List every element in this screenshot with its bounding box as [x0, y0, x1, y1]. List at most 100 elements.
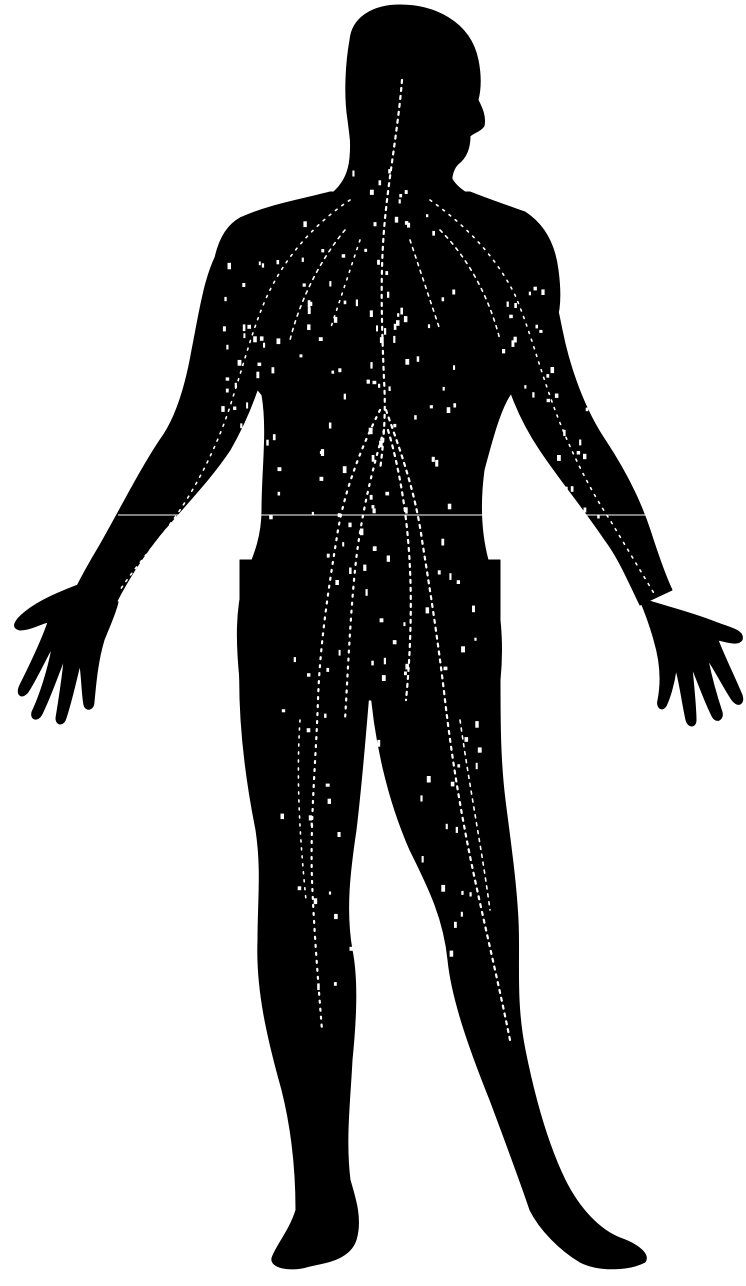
nerve-speck — [223, 327, 225, 331]
nerve-speck — [421, 796, 422, 801]
nerve-speck — [370, 495, 372, 499]
nerve-speck — [465, 738, 468, 742]
nerve-speck — [260, 337, 263, 340]
nerve-speck — [426, 608, 429, 613]
nerve-speck — [372, 968, 374, 970]
nerve-speck — [314, 899, 317, 904]
nerve-speck — [257, 372, 259, 378]
nerve-speck — [370, 190, 373, 194]
nerve-speck — [523, 506, 525, 510]
pelvis — [240, 560, 500, 700]
nerve-speck — [367, 380, 369, 383]
nerve-speck — [311, 823, 312, 825]
nerve-speck — [376, 991, 379, 994]
nerve-speck — [504, 465, 507, 468]
nerve-speck — [584, 508, 586, 512]
nerve-speck — [238, 360, 241, 365]
nerve-speck — [394, 424, 396, 426]
nerve-speck — [475, 638, 476, 640]
nerve-speck — [376, 921, 378, 927]
nerve-speck — [394, 336, 395, 342]
nerve-speck — [379, 384, 380, 387]
nerve-speck — [430, 406, 432, 408]
nerve-speck — [507, 302, 508, 306]
nerve-speck — [564, 430, 565, 435]
nerve-speck — [514, 337, 516, 342]
nerve-speck — [478, 748, 481, 752]
nerve-speck — [373, 381, 376, 383]
nerve-speck — [422, 857, 423, 863]
nerve-speck — [443, 387, 444, 390]
nerve-speck — [409, 973, 410, 978]
nerve-speck — [577, 452, 579, 455]
nerve-speck — [405, 191, 407, 194]
nerve-speck — [338, 514, 340, 517]
nerve-speck — [281, 814, 284, 819]
nerve-speck — [308, 674, 310, 677]
nerve-speck — [417, 357, 419, 362]
nerve-speck — [339, 650, 340, 655]
nerve-speck — [563, 298, 566, 302]
nerve-speck — [503, 350, 505, 353]
nerve-speck — [540, 487, 543, 492]
nerve-speck — [282, 710, 284, 712]
nerve-speck — [389, 387, 390, 391]
nerve-speck — [342, 255, 345, 258]
nerve-speck — [250, 457, 252, 462]
nerve-speck — [349, 523, 351, 527]
nerve-speck — [302, 258, 303, 261]
nerve-speck — [259, 262, 260, 265]
nerve-speck — [320, 477, 323, 480]
nerve-speck — [361, 797, 363, 802]
nerve-speck — [433, 231, 435, 235]
nerve-speck — [262, 264, 263, 267]
nerve-speck — [330, 282, 331, 286]
nerve-speck — [476, 763, 477, 768]
nerve-speck — [360, 529, 363, 535]
nerve-speck — [436, 460, 438, 466]
nerve-speck — [380, 619, 383, 622]
nerve-speck — [226, 378, 229, 380]
nerve-speck — [525, 386, 526, 389]
nerve-speck — [364, 565, 366, 570]
nerve-speck — [309, 816, 311, 820]
nerve-speck — [329, 423, 331, 428]
nerve-speck — [427, 215, 428, 217]
nerve-speck — [327, 161, 330, 167]
nerve-speck — [375, 879, 377, 885]
nerve-speck — [555, 394, 558, 397]
nerve-speck — [580, 440, 581, 445]
nerve-speck — [567, 261, 568, 266]
nerve-speck — [332, 371, 334, 373]
nerve-speck — [382, 676, 385, 681]
nerve-speck — [338, 833, 340, 837]
nerve-speck — [405, 222, 407, 225]
nerve-speck — [448, 504, 451, 509]
nerve-speck — [454, 366, 455, 370]
nerve-speck — [453, 290, 455, 294]
nerve-speck — [534, 287, 536, 290]
nerve-speck — [547, 375, 549, 378]
nerve-speck — [319, 338, 322, 341]
nerve-speck — [277, 339, 280, 344]
nerve-speck — [308, 325, 310, 330]
nerve-speck — [397, 321, 400, 326]
nerve-speck — [404, 623, 405, 626]
nerve-speck — [533, 393, 534, 397]
nerve-speck — [375, 849, 377, 852]
nerve-speck — [380, 441, 383, 447]
nerve-speck — [373, 509, 375, 513]
nerve-speck — [566, 487, 567, 490]
nerve-speck — [547, 399, 549, 401]
nerve-speck — [298, 887, 301, 890]
nerve-speck — [442, 539, 444, 545]
nerve-speck — [394, 324, 396, 329]
nerve-speck — [540, 330, 542, 332]
nerve-speck — [400, 195, 402, 197]
nerve-speck — [303, 284, 305, 286]
nerve-speck — [388, 292, 389, 297]
nerve-speck — [225, 297, 226, 300]
nerve-speck — [294, 658, 295, 662]
nerve-speck — [371, 363, 372, 369]
nerve-speck — [512, 480, 515, 485]
